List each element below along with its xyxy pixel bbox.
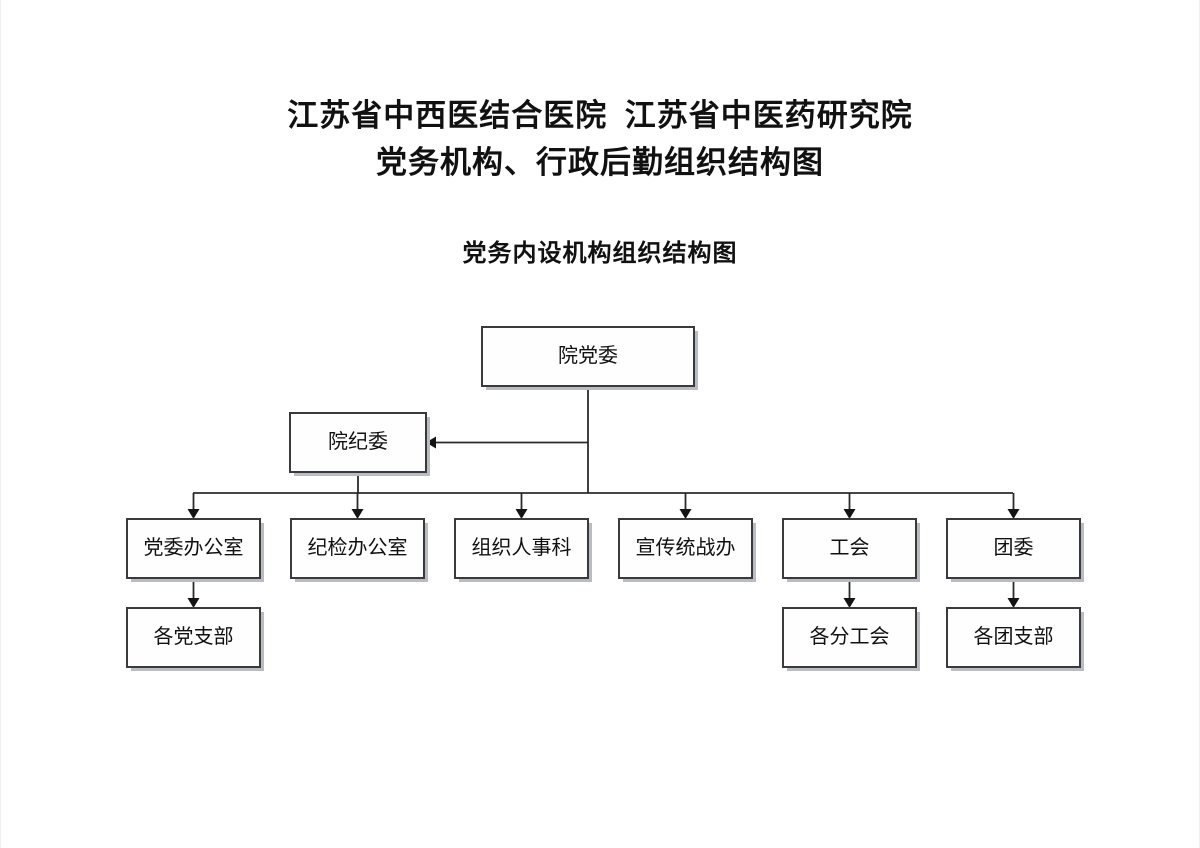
- org-node-label: 组织人事科: [472, 536, 572, 559]
- org-node-n4[interactable]: 纪检办公室: [290, 518, 428, 582]
- arrow-head-down: [351, 509, 364, 519]
- org-node-box[interactable]: [782, 518, 917, 579]
- org-node-box[interactable]: [481, 326, 695, 387]
- org-node-n7[interactable]: 工会: [782, 518, 920, 582]
- arrow-head-down: [843, 509, 856, 519]
- org-node-label: 各团支部: [974, 625, 1054, 648]
- org-node-box[interactable]: [618, 518, 753, 579]
- org-node-label: 各分工会: [810, 625, 890, 648]
- org-node-n8[interactable]: 团委: [946, 518, 1084, 582]
- org-node-label: 院党委: [558, 344, 618, 367]
- org-node-label: 工会: [830, 536, 870, 559]
- arrow-head-down: [1007, 509, 1020, 519]
- org-node-box[interactable]: [946, 518, 1081, 579]
- arrow-head-down: [187, 509, 200, 519]
- org-node-box[interactable]: [454, 518, 589, 579]
- org-node-n5[interactable]: 组织人事科: [454, 518, 592, 582]
- connector-n1-n3: [187, 493, 200, 519]
- org-node-n3[interactable]: 党委办公室: [126, 518, 264, 582]
- arrow-head-down: [515, 509, 528, 519]
- connector-n1-n5: [515, 493, 528, 519]
- org-node-box[interactable]: [946, 607, 1081, 668]
- arrow-head-down: [1007, 598, 1020, 608]
- connector-n7-n10: [843, 578, 856, 608]
- org-node-box[interactable]: [290, 518, 425, 579]
- org-node-n10[interactable]: 各分工会: [782, 607, 920, 671]
- org-node-label: 宣传统战办: [636, 536, 736, 559]
- arrow-head-down: [187, 598, 200, 608]
- connector-n1-n6: [679, 493, 692, 519]
- org-node-n11[interactable]: 各团支部: [946, 607, 1084, 671]
- connector-n1-n2: [426, 436, 588, 449]
- org-node-box[interactable]: [782, 607, 917, 668]
- org-node-label: 纪检办公室: [308, 536, 408, 559]
- connector-n3-n9: [187, 578, 200, 608]
- connector-n8-n11: [1007, 578, 1020, 608]
- org-node-label: 各党支部: [154, 625, 234, 648]
- org-node-n1[interactable]: 院党委: [481, 326, 698, 390]
- title-line-2: 党务机构、行政后勤组织结构图: [376, 145, 824, 180]
- org-node-n2[interactable]: 院纪委: [289, 412, 430, 476]
- org-node-label: 院纪委: [328, 430, 388, 453]
- connector-layer: [187, 386, 1020, 608]
- arrow-head-down: [679, 509, 692, 519]
- connector-n1-n4: [351, 493, 364, 519]
- org-node-box[interactable]: [126, 518, 261, 579]
- org-node-box[interactable]: [289, 412, 427, 473]
- connector-n1-n8: [1007, 493, 1020, 519]
- org-node-n6[interactable]: 宣传统战办: [618, 518, 756, 582]
- connector-n1-n7: [843, 493, 856, 519]
- document-title-block: 江苏省中西医结合医院 江苏省中医药研究院 党务机构、行政后勤组织结构图: [1, 92, 1199, 186]
- org-node-label: 党委办公室: [144, 536, 244, 559]
- arrow-head-left: [426, 436, 436, 449]
- arrow-head-down: [843, 598, 856, 608]
- org-node-n9[interactable]: 各党支部: [126, 607, 264, 671]
- org-node-box[interactable]: [126, 607, 261, 668]
- org-node-label: 团委: [994, 536, 1034, 559]
- title-line-1: 江苏省中西医结合医院 江苏省中医药研究院: [287, 98, 913, 133]
- chart-subtitle: 党务内设机构组织结构图: [462, 241, 738, 267]
